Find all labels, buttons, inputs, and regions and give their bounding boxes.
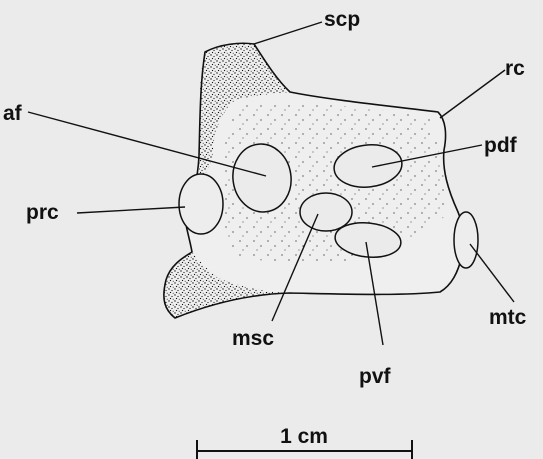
- label-pdf: pdf: [484, 134, 518, 157]
- mtc-condyle: [454, 212, 478, 268]
- label-mtc: mtc: [489, 306, 527, 329]
- scale-bar-label: 1 cm: [280, 425, 328, 448]
- label-msc: msc: [232, 327, 274, 350]
- label-pvf: pvf: [359, 365, 392, 388]
- label-rc: rc: [505, 57, 525, 80]
- rc-leader: [440, 70, 505, 118]
- label-af: af: [3, 102, 23, 125]
- label-prc: prc: [26, 201, 59, 224]
- prc-condyle: [179, 174, 223, 234]
- label-scp: scp: [324, 8, 360, 31]
- msc-foramen: [300, 193, 352, 231]
- prc-leader: [77, 207, 185, 213]
- scp-leader: [254, 22, 322, 44]
- mtc-leader: [470, 244, 514, 302]
- scale-bar: 1 cm: [197, 425, 412, 459]
